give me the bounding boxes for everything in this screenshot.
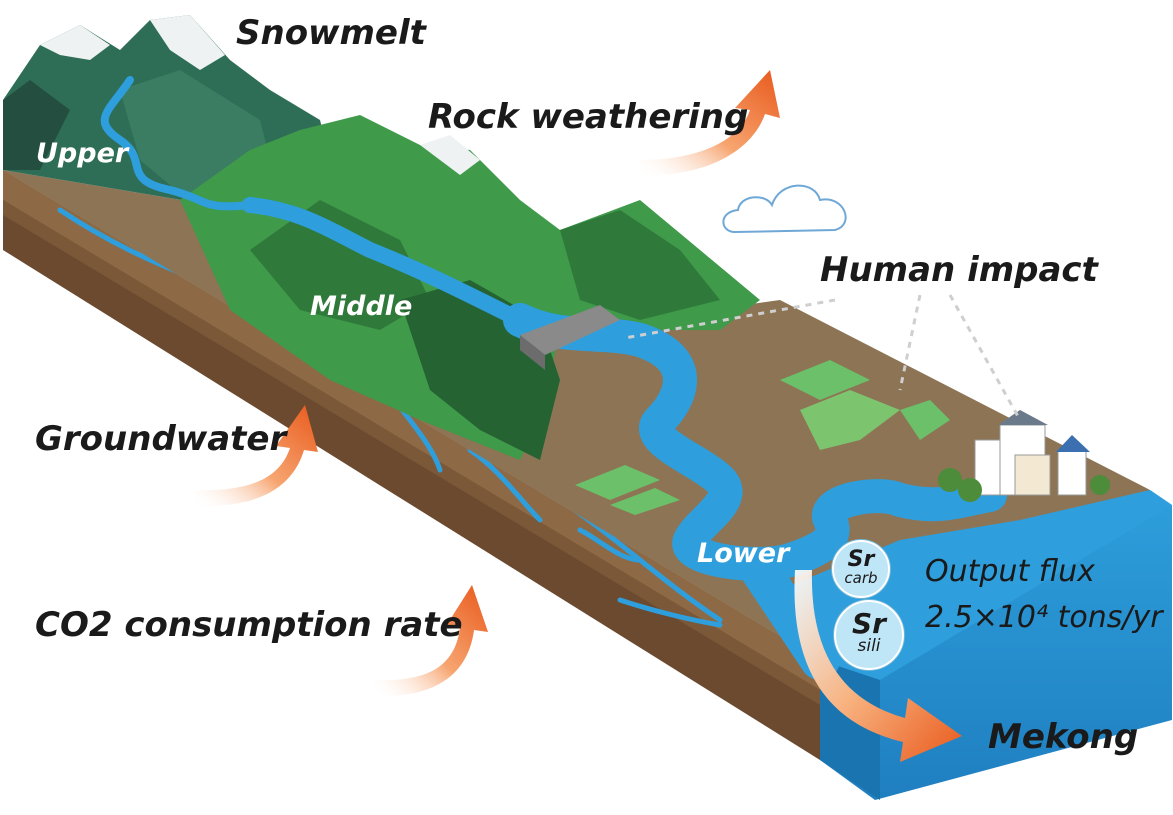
block-side-face [3, 170, 820, 760]
farm-fields [575, 360, 950, 515]
groundwater-label: Groundwater [35, 419, 287, 459]
human-impact-leader-lines [624, 294, 1022, 421]
upper-label: Upper [36, 138, 129, 169]
sr-carb-subscript: carb [844, 569, 878, 587]
mekong-label: Mekong [988, 717, 1139, 757]
rock-weathering-label: Rock weathering [428, 97, 749, 137]
sr-sili-subscript: sili [857, 636, 881, 656]
rock-weathering-arrow [640, 70, 780, 176]
human-impact-label: Human impact [820, 250, 1098, 290]
town-buildings [938, 410, 1110, 502]
dam [520, 305, 620, 370]
co2-consumption-arrow [375, 585, 488, 697]
middle-label: Middle [310, 291, 413, 322]
cloud-icon [722, 184, 847, 234]
sr-sili-symbol: Sr [852, 607, 886, 640]
lower-label: Lower [697, 538, 790, 569]
co2-consumption-rate-label: CO2 consumption rate [35, 605, 463, 645]
sr-sili-bubble: Sr sili [834, 600, 904, 670]
sr-carb-symbol: Sr [847, 547, 875, 572]
mekong-flow-arrow [794, 570, 962, 762]
sr-carb-bubble: Sr carb [832, 540, 890, 598]
snowmelt-label: Snowmelt [236, 13, 426, 53]
output-flux-label: Output flux [925, 554, 1095, 589]
groundwater-arrow [195, 405, 318, 507]
output-flux-value: 2.5×10⁴ tons/yr [925, 600, 1163, 635]
